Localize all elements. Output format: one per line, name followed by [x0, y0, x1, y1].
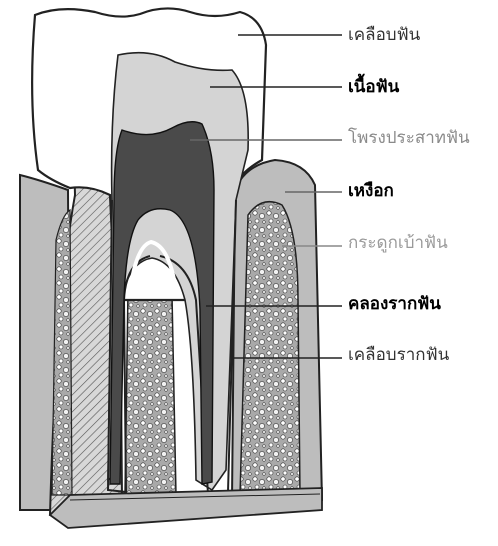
label-alveolar-bone: กระดูกเบ้าฟัน — [348, 233, 448, 253]
label-root-canal: คลองรากฟัน — [348, 294, 441, 314]
base-layer — [50, 488, 322, 528]
label-enamel: เคลือบฟัน — [348, 25, 420, 45]
label-dentin: เนื้อฟัน — [348, 77, 399, 97]
label-pulp: โพรงประสาทฟัน — [348, 128, 470, 148]
label-gum: เหงือก — [348, 181, 394, 201]
label-cementum: เคลือบรากฟัน — [348, 345, 449, 365]
